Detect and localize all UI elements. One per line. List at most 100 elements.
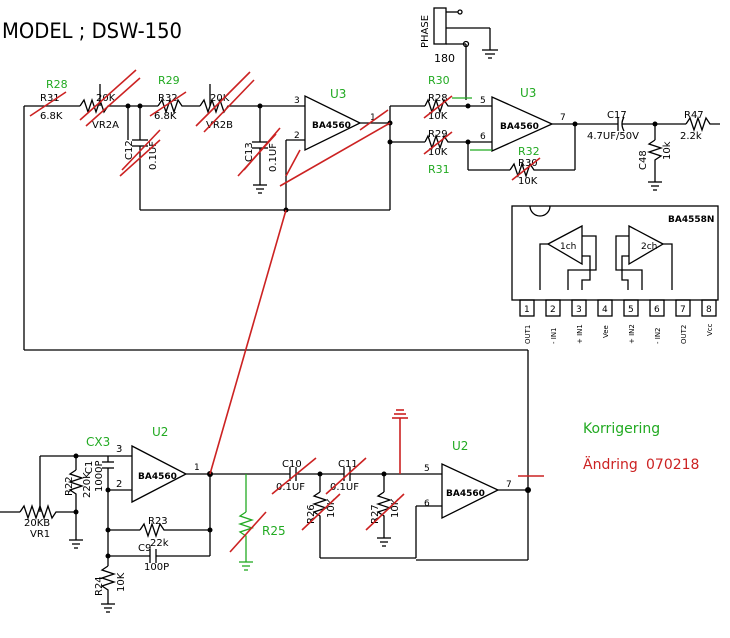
c12-value: 0.1UF [148,141,159,170]
red-changes [29,69,544,553]
cx3-label: CX3 [86,435,110,449]
chip-pin-5: 5 [628,305,634,315]
u3b-ic: BA4560 [500,122,539,132]
top-labels: R28 R31 6.8K 20K VR2A R29 R32 6.8K 20K V… [40,74,704,187]
u2a-pin3: 3 [116,444,122,455]
r22-value: 220K [82,472,93,498]
chip-pin-6: 6 [654,305,660,315]
c9-value: 100P [144,562,169,573]
legend-korrigering: Korrigering [583,421,660,437]
vr2b-value: 20K [210,93,230,104]
vr1-label: VR1 [30,529,50,540]
chip-pin-2: 2 [550,305,556,315]
r30-green-label: R30 [428,74,450,87]
r25-green-label: R25 [262,524,286,538]
vr1-value: 20KB [24,518,50,529]
u3b-pin7: 7 [560,113,566,123]
u2b-pin5: 5 [424,464,430,474]
chip-pin-8: 8 [706,305,712,315]
phase-value: 180 [434,52,455,65]
r30-label: R30 [518,158,538,169]
r27-label: R27 [370,504,381,524]
r31-label: R31 [40,93,60,104]
r22-label: R22 [64,476,75,496]
u2b-ic: BA4560 [446,489,485,499]
u2b-pin7: 7 [506,480,512,490]
chip-pin-3: 3 [576,305,582,315]
u3a-ic: BA4560 [312,121,351,131]
c48-value: 10k [662,141,673,160]
r28-label: R28 [428,93,448,104]
c13-label: C13 [244,142,255,162]
u2a-pin2: 2 [116,479,122,490]
u3a-pin2: 2 [294,131,300,141]
u3b-ref: U3 [520,86,536,100]
c10-label: C10 [282,459,302,470]
top-wiring [23,84,720,490]
r31-value: 6.8K [40,111,63,122]
chip-ch2: 2ch [641,242,657,252]
r24-value: 10K [116,572,127,592]
r26-label: R26 [306,504,317,524]
c48-label: C48 [638,150,649,170]
c1-label: C1 [84,461,95,474]
chip-pin-boxes [519,299,717,317]
c17-label: C17 [607,110,627,121]
bottom-labels: CX3 C1 1000P R22 220K 20KB VR1 R23 22k C… [24,435,401,596]
r27-value: 10K [390,498,401,518]
c11-value: 0.1UF [330,482,359,493]
r24-label: R24 [94,576,105,596]
r23-value: 22k [150,538,169,549]
chip-pin-4: 4 [602,305,608,315]
r23-label: R23 [148,516,168,527]
phase-switch: PHASE 180 [420,7,498,100]
c17-value: 4.7UF/50V [587,131,639,142]
chip-pin-label-7: OUT2 [680,325,688,344]
vr2b-label: VR2B [206,120,233,131]
chip-pin-7: 7 [680,305,686,315]
phase-label: PHASE [420,15,431,48]
chip-pin-label-3: + IN1 [576,324,584,344]
opamp-u3a: U3 BA4560 3 2 1 [294,87,376,152]
r47-label: R47 [684,110,704,121]
c10-value: 0.1UF [276,482,305,493]
r32-value: 6.8K [154,111,177,122]
chip-name: BA4558N [668,215,714,225]
u2b-pin6: 6 [424,499,430,509]
vr2a-value: 20K [96,93,116,104]
r29-label: R29 [428,129,448,140]
u2a-ic: BA4560 [138,472,177,482]
r26-value: 10K [326,498,337,518]
bottom-wiring [0,453,531,613]
u3a-pin1: 1 [370,113,376,123]
r31-green-label: R31 [428,163,450,176]
ba4558n-chip: BA4558N 1ch 2ch 1 2 3 4 5 6 7 8 OUT1 - I… [511,205,719,344]
opamp-u3b: U3 BA4560 5 6 7 [480,86,566,153]
u3b-pin5: 5 [480,96,486,106]
chip-pin-label-8: Vcc [706,323,714,336]
chip-pin-label-2: - IN1 [550,327,558,344]
c13-value: 0.1UF [268,143,279,172]
vr2a-label: VR2A [92,120,119,131]
chip-pin-label-4: Vee [602,325,610,338]
legend-andring: Ändring [583,455,638,473]
r29-green-label: R29 [158,74,180,87]
u2b-ref: U2 [452,439,468,453]
c11-label: C11 [338,459,358,470]
c1-value: 1000P [94,461,105,492]
legend-date: 070218 [646,457,699,473]
opamp-u2a: U2 BA4560 3 2 1 [116,425,200,504]
r47-value: 2.2k [680,131,702,142]
chip-pin-label-6: - IN2 [654,327,662,344]
r28-green-label: R28 [46,78,68,91]
r28-value: 10K [428,111,448,122]
r32-green-label: R32 [518,145,540,158]
u3a-pin3: 3 [294,96,300,106]
opamp-u2b: U2 BA4560 5 6 7 [424,439,512,520]
chip-pin-1: 1 [524,305,530,315]
chip-pin-label-5: + IN2 [628,324,636,344]
u3a-ref: U3 [330,87,346,101]
c12-label: C12 [124,140,135,160]
u2a-ref: U2 [152,425,168,439]
